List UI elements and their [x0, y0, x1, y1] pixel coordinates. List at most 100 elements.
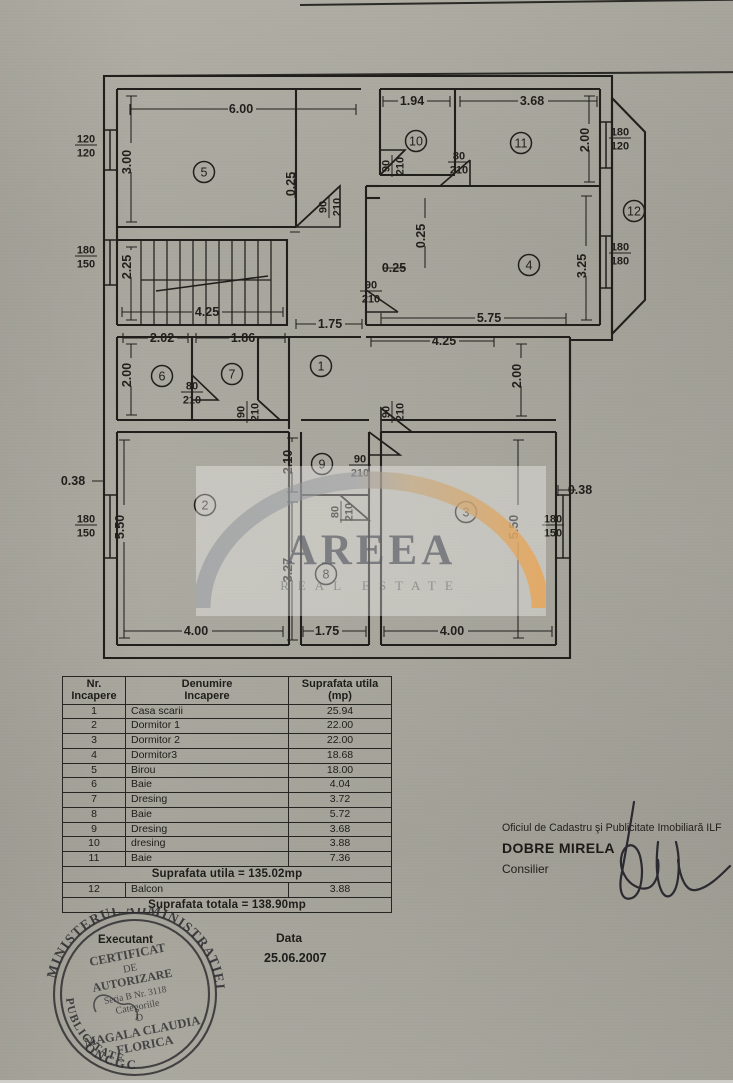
cell-area: 3.88	[288, 881, 392, 898]
cell-name: Dormitor 1	[125, 718, 289, 735]
room-marker-5: 5	[192, 160, 216, 184]
svg-text:210: 210	[362, 294, 380, 306]
cell-area: 7.36	[288, 851, 392, 867]
dimension-label: 2.00	[510, 364, 524, 388]
dimension-label: 4.00	[184, 624, 208, 638]
executant-label: Executant	[98, 934, 153, 946]
dimension-label: 4.25	[432, 334, 456, 348]
cell-area: 3.72	[288, 792, 392, 808]
cell-subtotal: Suprafata utila = 135.02mp	[62, 865, 392, 883]
svg-text:120: 120	[77, 134, 95, 146]
svg-text:180: 180	[544, 514, 562, 526]
dimension-label: 3.68	[520, 94, 544, 108]
dimension-label: 0.38	[61, 474, 85, 488]
svg-text:90: 90	[318, 201, 330, 213]
svg-text:120: 120	[611, 141, 629, 153]
cell-area: 25.94	[288, 703, 392, 720]
svg-text:80: 80	[186, 381, 198, 393]
cell-nr: 9	[62, 821, 126, 838]
room-number: 1	[318, 359, 325, 373]
cell-nr: 12	[62, 881, 126, 898]
col-name: Denumire Incapere	[125, 676, 289, 705]
svg-text:90: 90	[381, 406, 393, 418]
officer-name: DOBRE MIRELA	[502, 840, 615, 856]
room-number: 10	[409, 134, 423, 148]
table-row-total: Suprafata totala = 138.90mp	[62, 896, 392, 914]
svg-text:210: 210	[395, 157, 407, 175]
cell-name: Baie	[125, 851, 289, 867]
dimension-label: 2.10	[281, 450, 295, 474]
svg-text:180: 180	[611, 256, 629, 268]
dimension-label: 2.02	[150, 331, 174, 345]
cell-nr: 1	[62, 703, 126, 720]
cell-name: Balcon	[125, 881, 289, 898]
svg-text:150: 150	[77, 259, 95, 271]
dimension-label: 0.25	[382, 261, 406, 275]
cell-total: Suprafata totala = 138.90mp	[62, 896, 392, 914]
cell-area: 3.88	[288, 836, 392, 853]
room-marker-12: 12	[622, 199, 646, 223]
table-header-row: Nr. Incapere Denumire Incapere Suprafata…	[62, 676, 392, 705]
cell-name: Baie	[125, 806, 289, 823]
cell-area: 4.04	[288, 777, 392, 794]
svg-text:90: 90	[365, 280, 377, 292]
cell-area: 22.00	[288, 718, 392, 735]
cell-nr: 6	[62, 777, 126, 794]
svg-text:180: 180	[611, 242, 629, 254]
cadastre-office-line: Oficiul de Cadastru şi Publicitate Imobi…	[502, 822, 722, 834]
svg-text:120: 120	[77, 148, 95, 160]
room-marker-6: 6	[150, 364, 174, 388]
dimension-label: 4.00	[440, 624, 464, 638]
cell-nr: 3	[62, 733, 126, 749]
cell-nr: 4	[62, 747, 126, 764]
room-marker-11: 11	[509, 131, 533, 155]
svg-text:150: 150	[77, 528, 95, 540]
dimension-label: 1.94	[400, 94, 424, 108]
svg-text:210: 210	[183, 395, 201, 407]
cell-area: 3.68	[288, 821, 392, 838]
svg-text:210: 210	[450, 165, 468, 177]
svg-text:210: 210	[332, 198, 344, 216]
dimension-label: 3.00	[120, 150, 134, 174]
cell-nr: 11	[62, 851, 126, 867]
dimension-label: 6.00	[229, 102, 253, 116]
dimension-label: 2.00	[120, 363, 134, 387]
cell-nr: 7	[62, 792, 126, 808]
cell-nr: 10	[62, 836, 126, 853]
dimension-label: 3.25	[575, 254, 589, 278]
table-row-subtotal: Suprafata utila = 135.02mp	[62, 865, 392, 883]
cell-name: Casa scarii	[125, 703, 289, 720]
cell-nr: 2	[62, 718, 126, 735]
svg-text:210: 210	[351, 468, 369, 480]
date-value: 25.06.2007	[264, 951, 327, 965]
room-number: 12	[627, 204, 641, 218]
svg-text:180: 180	[77, 514, 95, 526]
svg-text:180: 180	[77, 245, 95, 257]
dimension-label: 0.25	[284, 172, 298, 196]
dimension-label: 5.50	[113, 515, 127, 539]
officer-role: Consilier	[502, 862, 549, 876]
dimension-label: 1.75	[315, 624, 339, 638]
col-area: Suprafata utila (mp)	[288, 676, 392, 705]
dimension-label: 4.25	[195, 305, 219, 319]
room-number: 11	[515, 136, 528, 150]
room-marker-4: 4	[517, 253, 541, 277]
svg-text:90: 90	[236, 406, 248, 418]
cell-name: Birou	[125, 762, 289, 779]
col-nr: Nr. Incapere	[62, 676, 126, 705]
dimension-label: 0.38	[568, 483, 592, 497]
